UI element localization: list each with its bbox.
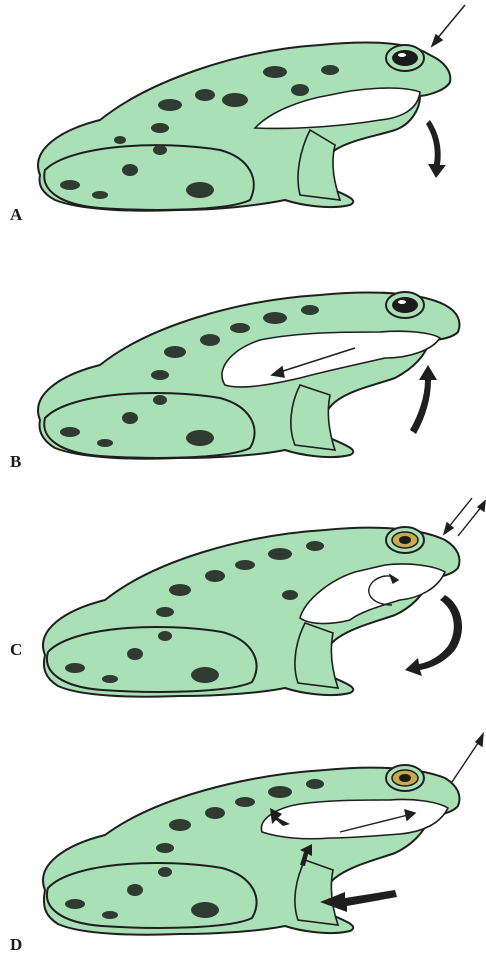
air-in-arrow bbox=[444, 498, 472, 534]
panel-label-c: C bbox=[10, 640, 23, 660]
floor-down-arrow bbox=[426, 120, 446, 178]
panel-label-b: B bbox=[10, 452, 22, 472]
frog-illustration-a bbox=[0, 0, 486, 240]
hind-leg bbox=[44, 393, 254, 458]
front-leg bbox=[291, 385, 335, 450]
panel-label-a: A bbox=[10, 205, 23, 225]
panel-c: C bbox=[0, 480, 486, 720]
panel-a: A bbox=[0, 0, 486, 240]
panel-label-d: D bbox=[10, 935, 23, 955]
floor-up-arrow bbox=[410, 365, 437, 434]
panel-d: D bbox=[0, 720, 486, 958]
hind-leg bbox=[44, 145, 254, 210]
eye bbox=[386, 527, 424, 553]
eye bbox=[386, 765, 424, 791]
air-in-arrow bbox=[432, 5, 465, 46]
air-out-arrow bbox=[452, 734, 483, 782]
frog-illustration-d bbox=[0, 720, 486, 958]
front-leg bbox=[295, 860, 338, 925]
air-out-arrow bbox=[458, 501, 485, 536]
hind-leg bbox=[47, 863, 257, 928]
eye bbox=[386, 292, 424, 318]
panel-b: B bbox=[0, 240, 486, 480]
frog-illustration-c bbox=[0, 480, 486, 720]
floor-swing-arrow bbox=[405, 595, 462, 676]
eye bbox=[386, 45, 424, 71]
front-leg bbox=[295, 623, 338, 688]
hind-leg bbox=[47, 627, 257, 692]
frog-illustration-b bbox=[0, 240, 486, 480]
